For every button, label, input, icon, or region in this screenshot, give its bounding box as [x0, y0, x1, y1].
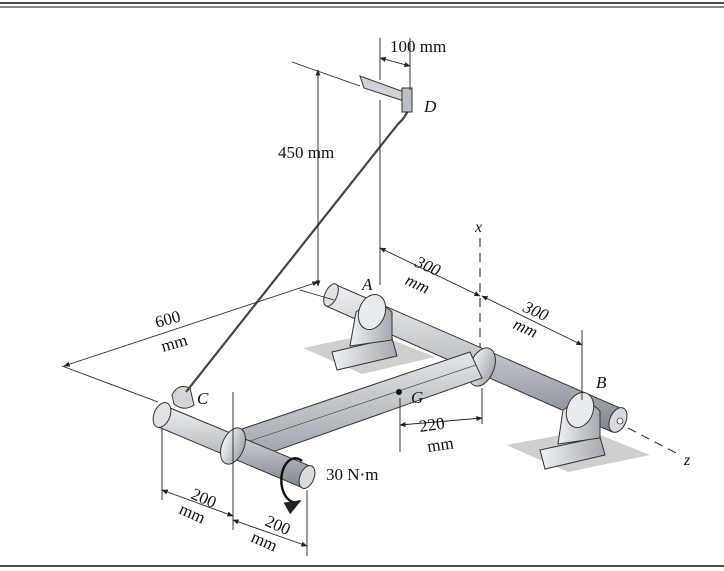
dim-220-unit: mm — [426, 433, 455, 455]
dim-450-ext-top — [291, 61, 361, 87]
shaft-ab-end-b-center — [616, 417, 624, 425]
dim-300a-line — [379, 247, 481, 297]
point-a-label: A — [361, 275, 373, 294]
point-c-label: C — [197, 389, 209, 408]
bearing-a — [331, 294, 398, 371]
z-axis-line — [627, 427, 681, 456]
point-b-label: B — [596, 373, 607, 392]
shaft-c-end-right — [298, 465, 316, 489]
moment-label: 30 N·m — [326, 465, 378, 484]
point-d-label: D — [423, 97, 437, 116]
dim-200arm-line — [232, 519, 308, 547]
arm-edge — [234, 364, 477, 447]
dim-220-line — [399, 415, 483, 428]
dim-220-value: 220 — [418, 414, 446, 436]
shaft-c-end — [152, 402, 172, 428]
dim-600-unit: mm — [159, 330, 190, 356]
moment-arrow — [280, 457, 303, 515]
shaft-ab-end-a — [323, 283, 339, 307]
dim-600-line — [63, 281, 319, 367]
dim-100-line — [379, 57, 411, 67]
lever-c — [171, 386, 195, 409]
bracket-d — [359, 75, 413, 113]
point-g-label: G — [411, 388, 423, 407]
mass-center-g-dot — [396, 389, 402, 395]
bearing-b-housing — [565, 392, 595, 428]
dim-100-label: 100 mm — [390, 37, 446, 56]
z-axis-label: z — [683, 452, 691, 469]
x-axis-label: x — [474, 219, 482, 236]
dim-450-label: 450 mm — [278, 143, 334, 162]
bearing-a-housing — [357, 294, 387, 330]
dim-200c-line — [161, 489, 234, 517]
dimension-lines — [61, 38, 583, 556]
dim-300b-line — [481, 295, 583, 346]
moment-arc — [280, 457, 303, 515]
dim-600-ext — [61, 365, 159, 403]
bearing-b — [539, 392, 606, 470]
bracket-d-tab — [401, 87, 413, 113]
